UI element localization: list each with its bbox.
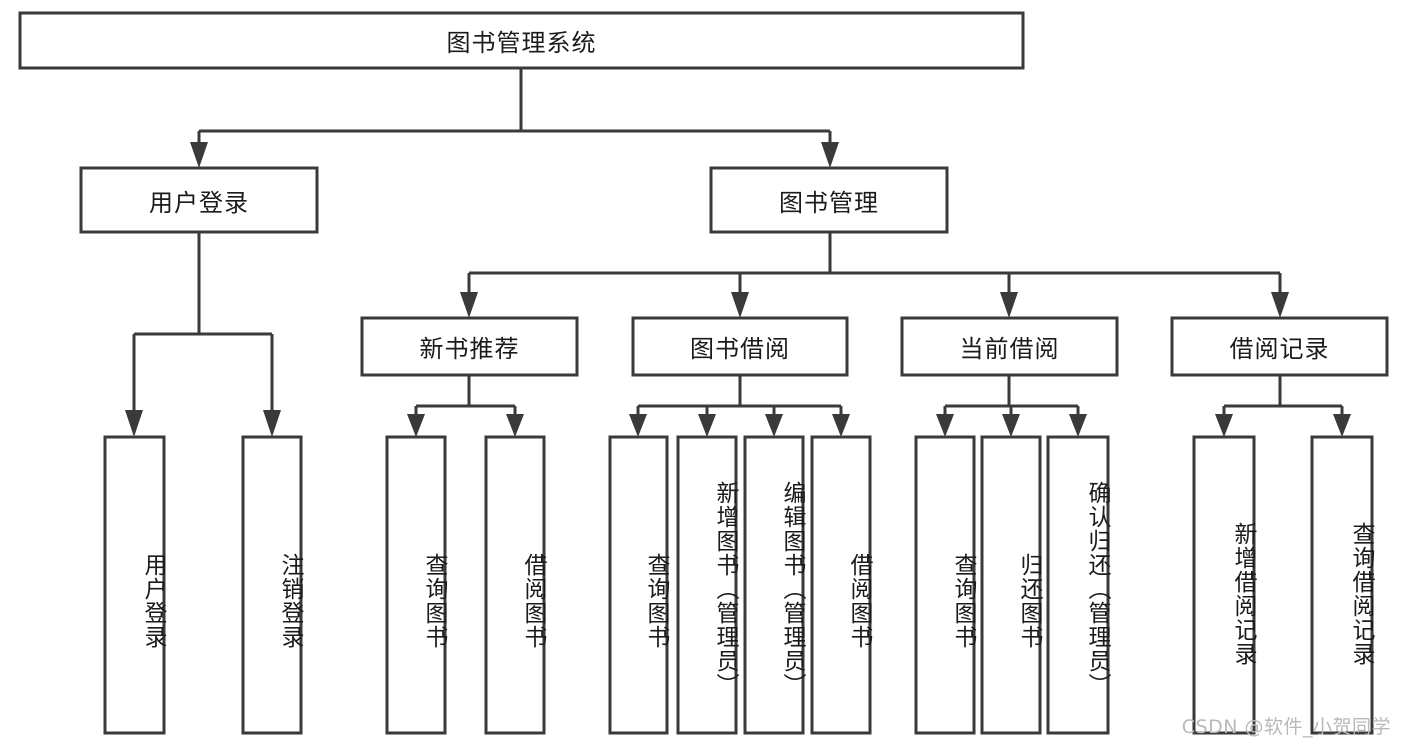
arrow-br-to-query-record — [1333, 414, 1351, 437]
arrow-root-to-book-management — [821, 142, 839, 168]
arrow-nbr-to-query-book — [407, 414, 425, 437]
arrow-cb-to-query-book — [936, 414, 954, 437]
node-leaf-add-book-admin[interactable] — [676, 435, 738, 735]
arrow-br-to-add-record — [1215, 414, 1233, 437]
node-leaf-user-login[interactable] — [103, 435, 166, 735]
node-leaf-borrow-book-1[interactable] — [484, 435, 546, 735]
node-new-book-recommend[interactable] — [360, 316, 579, 377]
arrow-bm-to-book-borrow — [731, 292, 749, 318]
node-leaf-confirm-return-admin[interactable] — [1046, 435, 1110, 735]
node-user-login[interactable] — [79, 166, 319, 234]
arrow-root-to-user-login — [190, 142, 208, 168]
arrow-ul-to-leaf-1 — [125, 410, 143, 437]
connector-group-book-borrow — [629, 375, 850, 437]
node-leaf-query-book-1[interactable] — [385, 435, 447, 735]
node-leaf-add-borrow-record[interactable] — [1192, 435, 1256, 735]
connector-group-book-management — [460, 232, 1289, 318]
node-borrow-record[interactable] — [1170, 316, 1389, 377]
arrow-bb-to-query-book — [629, 414, 647, 437]
node-leaf-edit-book-admin[interactable] — [743, 435, 805, 735]
node-root-book-management-system[interactable] — [18, 11, 1025, 70]
arrow-nbr-to-borrow-book — [506, 414, 524, 437]
arrow-bm-to-borrow-record — [1271, 292, 1289, 318]
node-leaf-query-borrow-record[interactable] — [1310, 435, 1374, 735]
node-leaf-logout-login[interactable] — [241, 435, 303, 735]
node-leaf-query-book-3[interactable] — [914, 435, 976, 735]
node-leaf-query-book-2[interactable] — [608, 435, 669, 735]
arrow-bb-to-add-book — [698, 414, 716, 437]
arrow-bb-to-borrow-book — [832, 414, 850, 437]
node-current-borrow[interactable] — [900, 316, 1119, 377]
arrow-ul-to-leaf-2 — [263, 410, 281, 437]
connector-group-current-borrow — [936, 375, 1087, 437]
arrow-bm-to-current-borrow — [1000, 292, 1018, 318]
node-book-management[interactable] — [709, 166, 949, 234]
arrow-bm-to-new-book-recommend — [460, 292, 478, 318]
node-leaf-borrow-book-2[interactable] — [810, 435, 872, 735]
arrow-bb-to-edit-book — [765, 414, 783, 437]
node-book-borrow[interactable] — [631, 316, 849, 377]
connector-group-root — [190, 68, 839, 168]
arrow-cb-to-confirm-return — [1069, 414, 1087, 437]
node-leaf-return-book[interactable] — [980, 435, 1042, 735]
connector-group-borrow-record — [1215, 375, 1351, 437]
connector-group-user-login — [125, 232, 281, 437]
connector-group-new-book-recommend — [407, 375, 524, 437]
arrow-cb-to-return-book — [1002, 414, 1020, 437]
